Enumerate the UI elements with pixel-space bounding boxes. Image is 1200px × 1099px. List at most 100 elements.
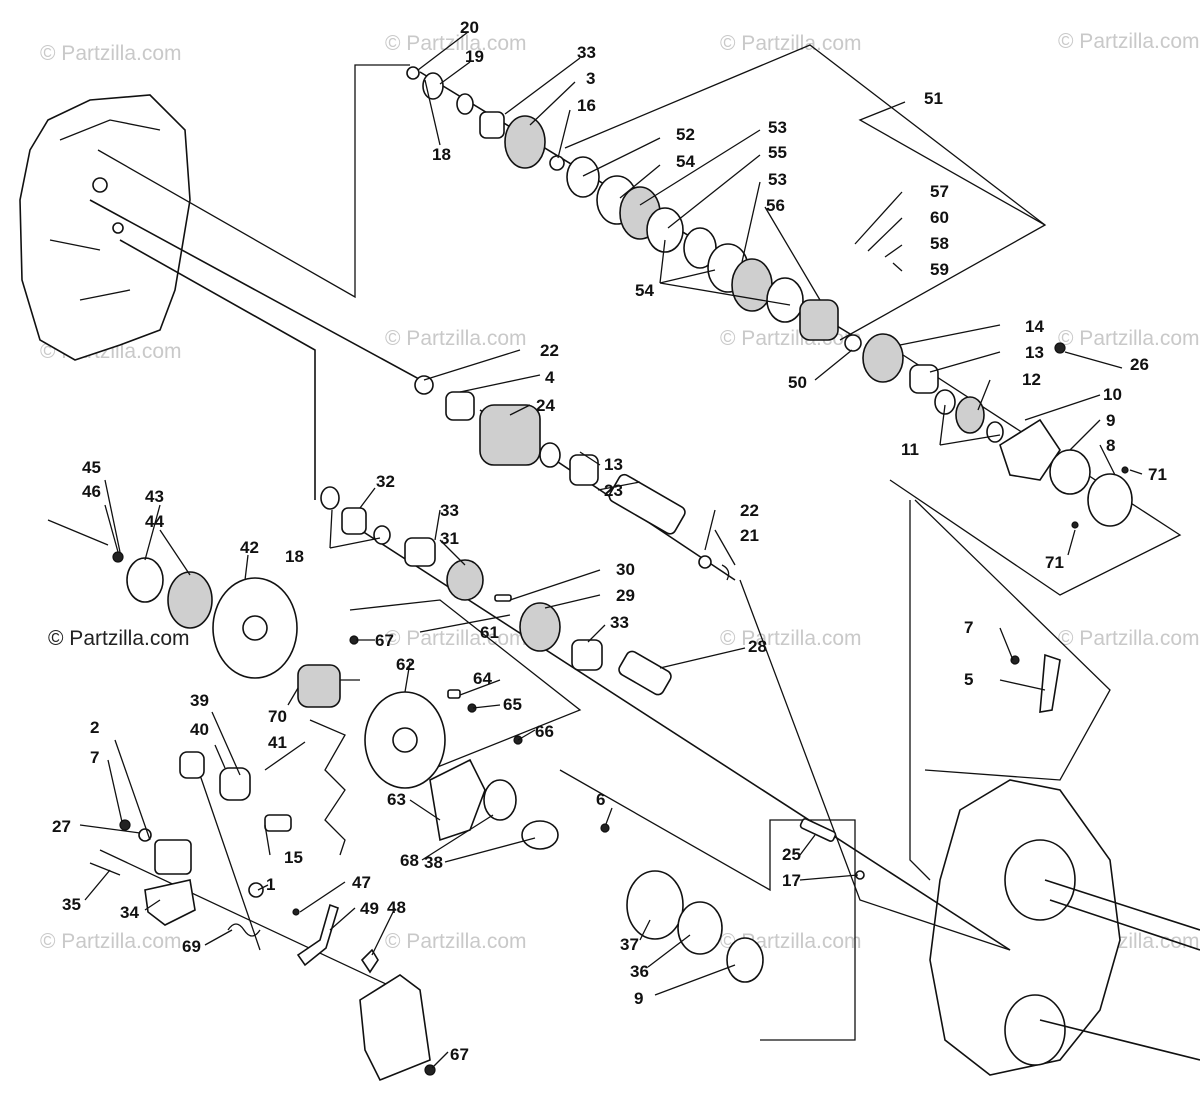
callout-label: 34: [120, 903, 139, 922]
leader-lines: [79, 31, 1143, 1069]
callout-label: 61: [480, 623, 499, 642]
callout-label: 1: [266, 875, 275, 894]
watermark: © Partzilla.com: [40, 930, 182, 953]
callout-label: 47: [352, 873, 371, 892]
callout-label: 44: [145, 512, 164, 531]
callout-label: 51: [924, 89, 943, 108]
callout-label: 70: [268, 707, 287, 726]
callout-label: 6: [596, 790, 605, 809]
watermark: © Partzilla.com: [1058, 30, 1200, 53]
callout-label: 50: [788, 373, 807, 392]
callout-label: 21: [740, 526, 759, 545]
parts: [47, 66, 1133, 1082]
left-chaincase-housing: [19, 94, 191, 361]
callout-label: 13: [1025, 343, 1044, 362]
watermark: © Partzilla.com: [720, 327, 862, 350]
callout-label: 54: [635, 281, 654, 300]
callout-label: 7: [90, 748, 99, 767]
callout-label: 5: [964, 670, 973, 689]
callout-label: 13: [604, 455, 623, 474]
callout-label: 4: [545, 368, 555, 387]
callout-label: 31: [440, 529, 459, 548]
callout-label: 55: [768, 143, 787, 162]
callout-label: 16: [577, 96, 596, 115]
callout-label: 40: [190, 720, 209, 739]
callout-label: 49: [360, 899, 379, 918]
callout-label: 53: [768, 118, 787, 137]
callout-label: 28: [748, 637, 767, 656]
callout-label: 67: [450, 1045, 469, 1064]
watermark: © Partzilla.com: [385, 627, 527, 650]
callout-label: 69: [182, 937, 201, 956]
callout-label: 71: [1148, 465, 1167, 484]
callout-label: 58: [930, 234, 949, 253]
callout-label: 2: [90, 718, 99, 737]
callout-label: 45: [82, 458, 101, 477]
callout-label: 33: [577, 43, 596, 62]
watermark: © Partzilla.com: [385, 327, 527, 350]
callout-label: 18: [432, 145, 451, 164]
callout-label: 54: [676, 152, 695, 171]
shaft-axis-lines: [89, 44, 1182, 1041]
callout-label: 19: [465, 47, 484, 66]
callout-label: 65: [503, 695, 522, 714]
callout-label: 22: [540, 341, 559, 360]
callout-label: 53: [768, 170, 787, 189]
callout-label: 27: [52, 817, 71, 836]
callout-label: 39: [190, 691, 209, 710]
callout-label: 62: [396, 655, 415, 674]
callout-label: 41: [268, 733, 287, 752]
callout-label: 38: [424, 853, 443, 872]
callout-label: 71: [1045, 553, 1064, 572]
callout-label: 64: [473, 669, 492, 688]
watermark: © Partzilla.com: [48, 627, 190, 650]
callout-label: 14: [1025, 317, 1044, 336]
watermark: © Partzilla.com: [720, 32, 862, 55]
callout-label: 33: [440, 501, 459, 520]
callout-label: 60: [930, 208, 949, 227]
watermark: © Partzilla.com: [1058, 627, 1200, 650]
watermark: © Partzilla.com: [385, 930, 527, 953]
callout-label: 52: [676, 125, 695, 144]
callout-label: 57: [930, 182, 949, 201]
callout-label: 32: [376, 472, 395, 491]
callout-label: 11: [901, 440, 919, 459]
callout-label: 25: [782, 845, 801, 864]
callout-label: 37: [620, 935, 639, 954]
watermark: © Partzilla.com: [1058, 327, 1200, 350]
callout-label: 8: [1106, 436, 1115, 455]
callout-label: 24: [536, 396, 555, 415]
callout-label: 9: [634, 989, 643, 1008]
callout-label: 9: [1106, 411, 1115, 430]
callout-label: 36: [630, 962, 649, 981]
callout-label: 10: [1103, 385, 1122, 404]
callout-label: 22: [740, 501, 759, 520]
callout-label: 30: [616, 560, 635, 579]
callout-label: 17: [782, 871, 801, 890]
callout-label: 59: [930, 260, 949, 279]
callout-label: 23: [604, 481, 623, 500]
callout-label: 20: [460, 18, 479, 37]
callout-label: 3: [586, 69, 595, 88]
callout-label: 63: [387, 790, 406, 809]
watermark: © Partzilla.com: [720, 627, 862, 650]
callout-label: 43: [145, 487, 164, 506]
watermark: © Partzilla.com: [385, 32, 527, 55]
callout-label: 29: [616, 586, 635, 605]
callout-label: 12: [1022, 370, 1041, 389]
callout-label: 15: [284, 848, 303, 867]
callout-label: 26: [1130, 355, 1149, 374]
callout-label: 68: [400, 851, 419, 870]
callout-label: 7: [964, 618, 973, 637]
watermark: © Partzilla.com: [40, 42, 182, 65]
callout-label: 35: [62, 895, 81, 914]
callout-label: 42: [240, 538, 259, 557]
callout-label: 18: [285, 547, 304, 566]
callout-label: 46: [82, 482, 101, 501]
right-chaincase-housing: [929, 779, 1200, 1076]
callout-labels: 20 19 33 3 16 18 52 54 51 53 55 53 56 57…: [52, 18, 1167, 1064]
callout-label: 33: [610, 613, 629, 632]
callout-label: 56: [766, 196, 785, 215]
callout-label: 48: [387, 898, 406, 917]
